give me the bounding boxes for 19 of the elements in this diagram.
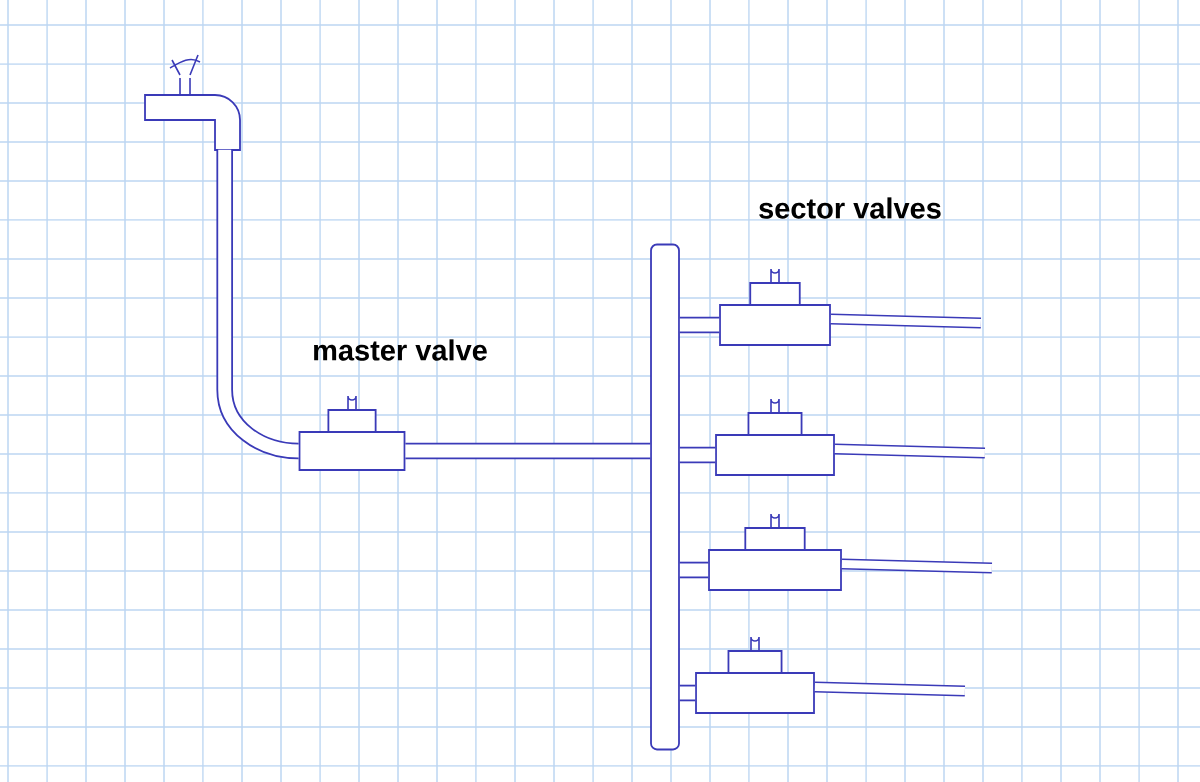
valve-label: master valve [314,339,487,361]
valve [719,268,831,346]
pipe [405,442,651,460]
group-label: sector valves [759,197,941,219]
faucet-drawing [144,54,241,151]
valve [298,395,406,471]
pipe [679,684,696,702]
pipe [834,443,986,459]
pipe [830,313,982,329]
pipe [679,561,709,579]
manifold-pipe [650,243,680,751]
pipe [814,681,966,697]
valve [695,636,815,714]
pipe [679,446,716,464]
pipe [679,316,720,334]
pipe [216,149,300,460]
valve [715,398,835,476]
valve [708,513,842,591]
pipe [841,558,993,574]
